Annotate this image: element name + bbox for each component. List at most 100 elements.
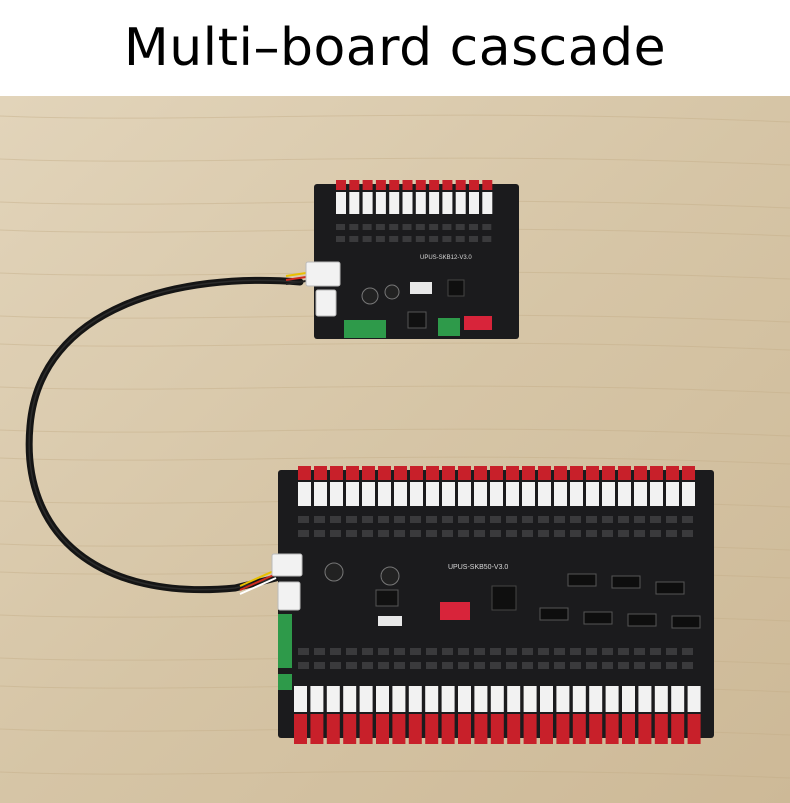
large-board-power-connector [277,581,301,611]
small-board-relay [389,236,399,242]
large-board-relay [330,648,341,655]
large-board-white-connector [426,482,439,506]
large-board-white-connector [622,686,635,712]
large-board-relay [410,516,421,523]
large-board-relay [490,530,501,537]
small-board-relay [429,236,439,242]
large-board-relay [522,530,533,537]
large-board-white-connector [572,686,586,712]
wood-grain-line [0,342,790,351]
small-board-header [410,282,432,294]
large-board-relay [682,516,693,523]
small-board-relay [442,224,452,230]
large-board-white-connector [682,482,695,506]
large-board-white-connector [605,686,619,712]
small-board-relay [349,224,359,230]
large-board-relay [682,648,693,655]
large-board-relay [682,662,693,669]
large-board-red-connector [330,466,343,480]
large-board-white-connector [634,482,647,506]
wood-grain-line [0,456,790,465]
small-board-relay [429,224,439,230]
large-board-relay [506,648,517,655]
large-board-red-connector [682,466,695,480]
large-board-white-connector [671,686,685,712]
wood-grain-line [0,428,790,437]
large-board-red-connector [326,714,340,744]
large-board-capacitor [324,562,344,582]
large-board-relay [298,516,309,523]
large-board-white-connector [556,686,570,712]
small-board-white-connector [455,192,466,214]
large-board-relay [490,516,501,523]
photo-canvas: UPUS-SKB12-V3.0 UPUS-SKB50-V3.0 [0,96,790,803]
small-board-red-connector [375,180,386,190]
large-board-relay [586,516,597,523]
large-board-red-connector [294,714,307,744]
large-board-white-connector [586,482,599,506]
large-board-relay [602,662,613,669]
large-board-top-connectors [298,466,695,506]
large-board-white-connector [638,686,652,712]
large-board-white-connector [442,482,455,506]
wood-grain-line [0,770,790,779]
large-board-label: UPUS-SKB50-V3.0 [448,564,508,571]
large-board-relay [570,530,581,537]
large-board-relay [314,516,325,523]
large-board-relay [458,530,469,537]
large-board-red-connector [490,714,504,744]
large-board-relay [314,530,325,537]
large-board-red-connector [346,466,359,480]
large-board-driver-chip [611,575,641,589]
large-board-red-connector [671,714,685,744]
large-board-red-connector [442,466,455,480]
large-board-relay [522,662,533,669]
large-board-relay [378,662,389,669]
small-board-relay [455,224,465,230]
large-board-relay [458,648,469,655]
large-board-relay-row-top [298,516,693,537]
small-board-white-connector [389,192,400,214]
large-board-relay [682,530,693,537]
large-board-red-connector [602,466,615,480]
large-board-red-connector [474,714,488,744]
large-board-bottom-connectors [294,686,701,744]
large-board-relay [362,648,373,655]
large-board-relay [474,516,485,523]
small-board-red-connector [349,180,360,190]
large-board-driver-chip [583,611,613,625]
large-board-relay [410,662,421,669]
large-board-white-connector [666,482,679,506]
small-board-white-connector [362,192,373,214]
small-board-label: UPUS-SKB12-V3.0 [420,255,472,261]
cable-wires-top [285,272,307,285]
small-board-red-connector [402,180,413,190]
large-board-red-connector [687,714,701,744]
small-board-white-connector [336,192,346,214]
large-board-relay [458,662,469,669]
small-board-white-connector [349,192,360,214]
large-board-relay [314,662,325,669]
small-board-relay-row [336,224,492,242]
large-board-driver-chip [627,613,657,627]
small-board-red-connector [455,180,466,190]
small-board-red-connector [389,180,400,190]
large-board-white-connector [343,686,357,712]
wood-grain-line [0,385,790,394]
large-board-relay [394,516,405,523]
large-board-red-connector [507,714,521,744]
small-board-relay [455,236,465,242]
small-board-white-connector [415,192,426,214]
large-board-relay [570,516,581,523]
large-board-relay [570,662,581,669]
large-board-red-connector [605,714,619,744]
small-board-input-connector [305,261,341,287]
large-board-inductor [375,589,399,607]
large-board-red-connector [408,714,422,744]
small-board-relay [415,236,425,242]
large-board-relay [554,530,565,537]
large-board-red-connector [490,466,503,480]
large-board-red-connector [654,714,668,744]
large-board-relay [666,516,677,523]
small-board: UPUS-SKB12-V3.0 [305,180,519,339]
